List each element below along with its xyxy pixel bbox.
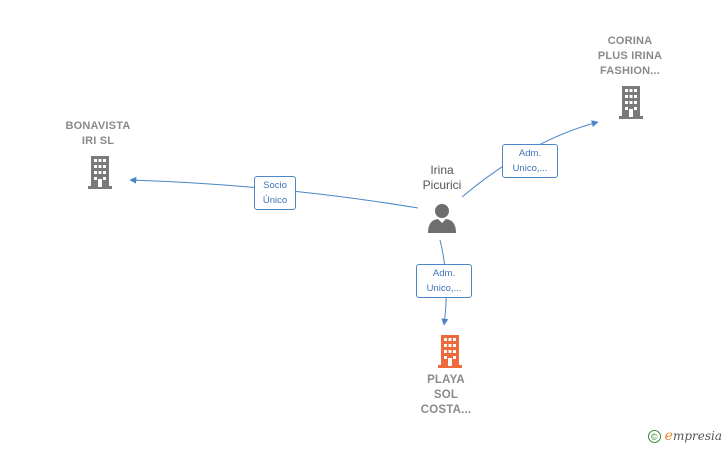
edge-label-line: Socio <box>263 180 287 191</box>
edge-label-line: Adm. <box>432 268 456 279</box>
edge-label-socio-unico[interactable]: Socio Único <box>254 176 296 210</box>
edge-label-line: Adm. <box>518 148 542 159</box>
company-label-playa[interactable]: PLAYA SOL COSTA... <box>400 373 492 418</box>
company-name-line: PLAYA <box>427 374 465 386</box>
company-name-line: IRI SL <box>81 135 115 147</box>
edge-label-line: Unico,... <box>512 163 548 174</box>
building-icon[interactable] <box>86 156 114 189</box>
edge-label-line: Unico,... <box>426 283 462 294</box>
person-icon[interactable] <box>428 204 456 233</box>
company-name-line: CORINA <box>607 35 653 47</box>
person-label[interactable]: Irina Picurici <box>400 163 484 193</box>
company-name-line: COSTA... <box>420 404 472 416</box>
company-name-line: SOL <box>433 389 459 401</box>
empresia-credit[interactable]: © empresia <box>647 428 722 444</box>
edge-label-line: Único <box>262 195 288 206</box>
edge-label-adm-playa[interactable]: Adm. Unico,... <box>416 264 472 298</box>
company-name-line: PLUS IRINA <box>597 50 663 62</box>
person-name-line: Picurici <box>422 178 462 192</box>
company-label-bonavista[interactable]: BONAVISTA IRI SL <box>50 119 146 149</box>
brand-rest: mpresia <box>672 429 722 443</box>
person-name-line: Irina <box>430 163 454 177</box>
company-name-line: BONAVISTA <box>65 120 131 132</box>
brand-logo: empresia <box>665 428 722 444</box>
company-label-corina[interactable]: CORINA PLUS IRINA FASHION... <box>580 34 680 79</box>
building-icon[interactable] <box>619 86 643 119</box>
brand-initial: e <box>664 428 673 444</box>
copyright-icon: © <box>647 429 661 443</box>
building-icon[interactable] <box>438 335 462 368</box>
company-name-line: FASHION... <box>599 65 661 77</box>
edge-label-adm-corina[interactable]: Adm. Unico,... <box>502 144 558 178</box>
